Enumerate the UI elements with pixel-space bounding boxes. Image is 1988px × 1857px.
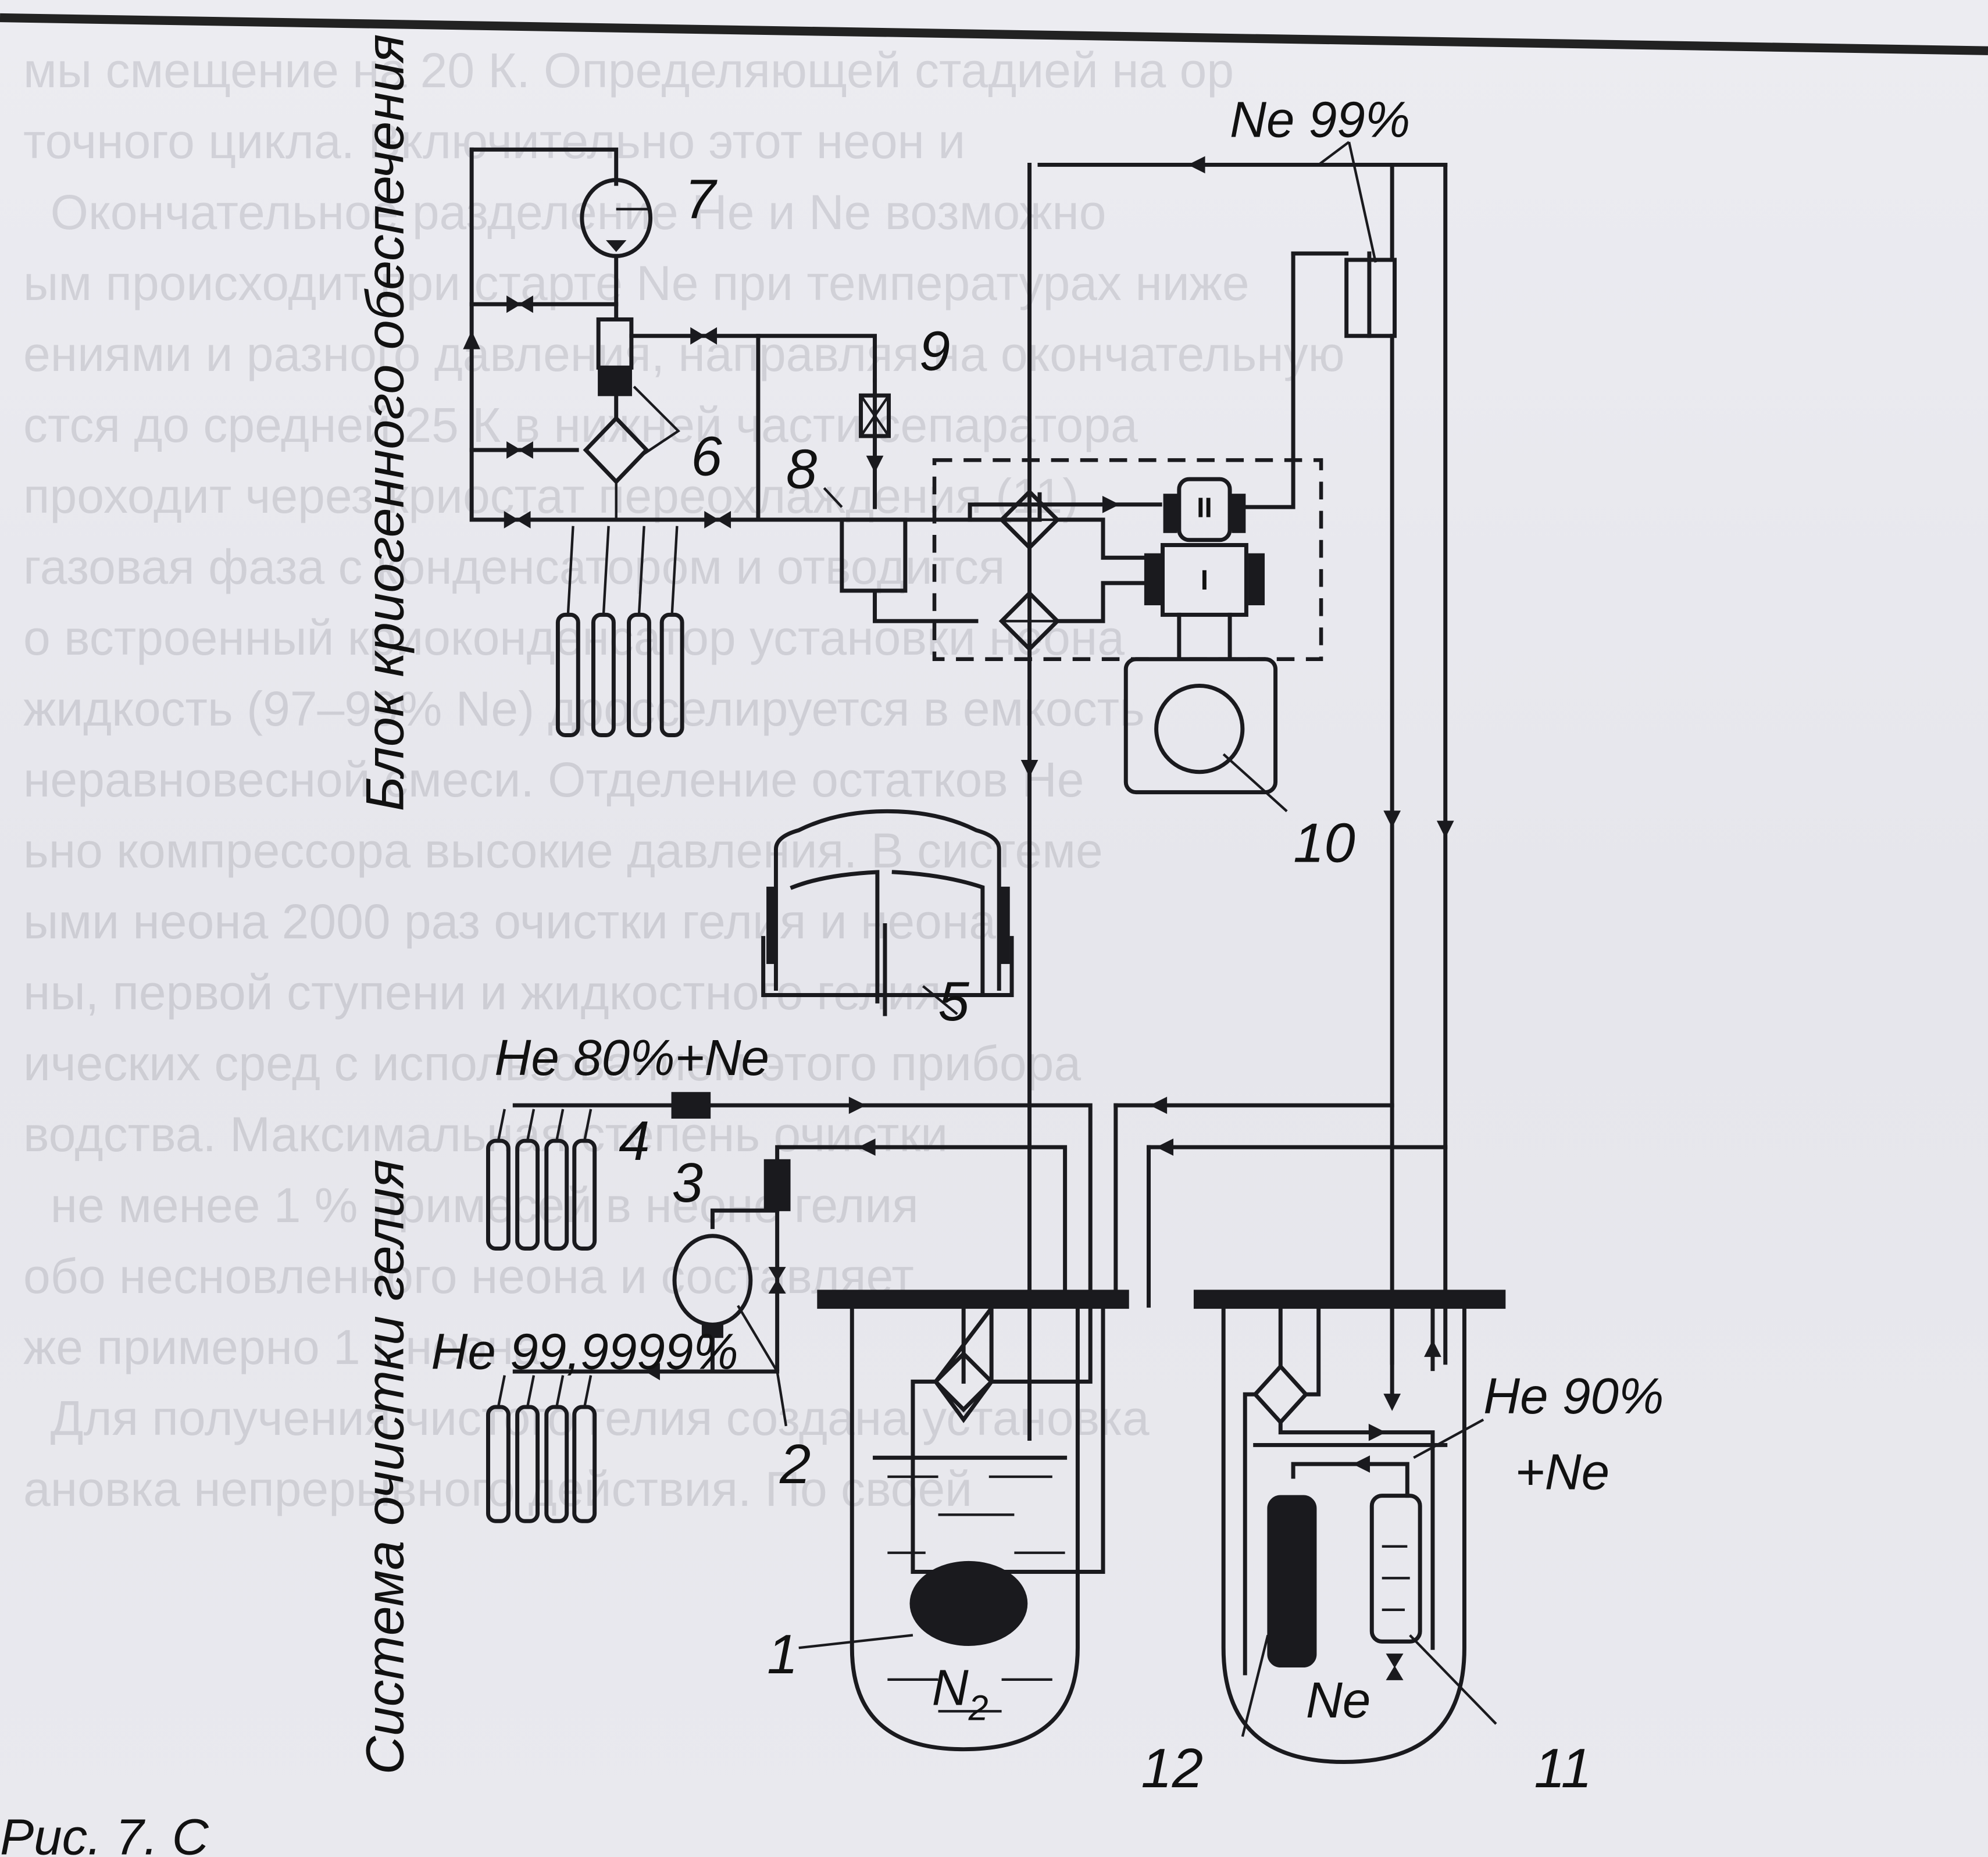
component-number-6: 6 [691, 426, 722, 488]
component-number-5: 5 [938, 970, 970, 1033]
label-he-90: He 90% [1483, 1368, 1664, 1424]
component-number-9: 9 [919, 320, 950, 383]
cold-box-contents: II I [968, 162, 1295, 1441]
component-number-12: 12 [1141, 1737, 1203, 1799]
gas-cylinders-he-pure [486, 1375, 597, 1523]
component-number-7: 7 [684, 168, 718, 230]
cryo-column-12 [1267, 1495, 1317, 1668]
nitrogen-dewar [798, 1290, 1129, 1752]
label-ne: Ne [1306, 1672, 1370, 1729]
adsorber-fill [598, 367, 632, 397]
cryopump-1 [909, 1560, 1028, 1646]
gas-cylinders-upper [555, 526, 684, 738]
label-he80-ne: He 80%+Ne [494, 1030, 769, 1086]
label-n2: N2 [932, 1659, 988, 1727]
figure-caption: Рис. 7. С [0, 1809, 209, 1857]
helium-purification-piping [486, 1092, 1448, 1523]
collector-8 [840, 517, 908, 593]
dewar-flange-n2 [817, 1290, 1129, 1309]
cryocooler-stage-1 [1161, 542, 1248, 617]
heat-exchanger-6 [583, 415, 649, 485]
page-edge-line [0, 13, 1988, 55]
compressor-10 [1123, 657, 1278, 795]
cryogenic-block-piping [463, 147, 1042, 738]
component-number-1: 1 [767, 1623, 798, 1685]
stage-label-1: I [1201, 565, 1208, 596]
throttle-9 [859, 393, 891, 438]
heat-exchanger-ne [1252, 1363, 1309, 1426]
cryocooler-stage-2 [1177, 477, 1232, 542]
dewar-5 [761, 809, 1014, 1016]
component-number-11: 11 [1534, 1737, 1592, 1799]
valve-icon [506, 295, 533, 313]
valve-4 [671, 1092, 711, 1119]
component-number-4: 4 [619, 1110, 649, 1172]
component-number-8: 8 [786, 438, 817, 500]
separator-11 [1369, 1494, 1422, 1644]
adsorber-top [596, 317, 634, 370]
filter-3 [763, 1159, 791, 1212]
label-he-99-9999: He 99,9999% [431, 1324, 738, 1380]
dewar-flange-ne [1193, 1290, 1506, 1309]
stage-label-2: II [1197, 493, 1212, 524]
label-helium-purification: Система очистки гелия [355, 1159, 415, 1774]
component-number-3: 3 [672, 1152, 703, 1214]
neon-dewar [1193, 1290, 1506, 1764]
gas-cylinders-he80 [486, 1109, 597, 1251]
component-number-10: 10 [1293, 812, 1355, 874]
label-n2-sub: 2 [968, 1688, 988, 1728]
neon-outlet-line [1037, 141, 1397, 338]
label-n2-main: N [932, 1659, 969, 1716]
adsorber-2 [672, 1234, 753, 1327]
label-ne-99: Ne 99% [1230, 91, 1410, 148]
label-cryogenic-block: Блок криогенного обеспечения [355, 34, 415, 812]
flow-arrow-icon [463, 330, 480, 349]
component-number-2: 2 [779, 1433, 811, 1495]
label-plus-ne: +Ne [1515, 1444, 1609, 1501]
